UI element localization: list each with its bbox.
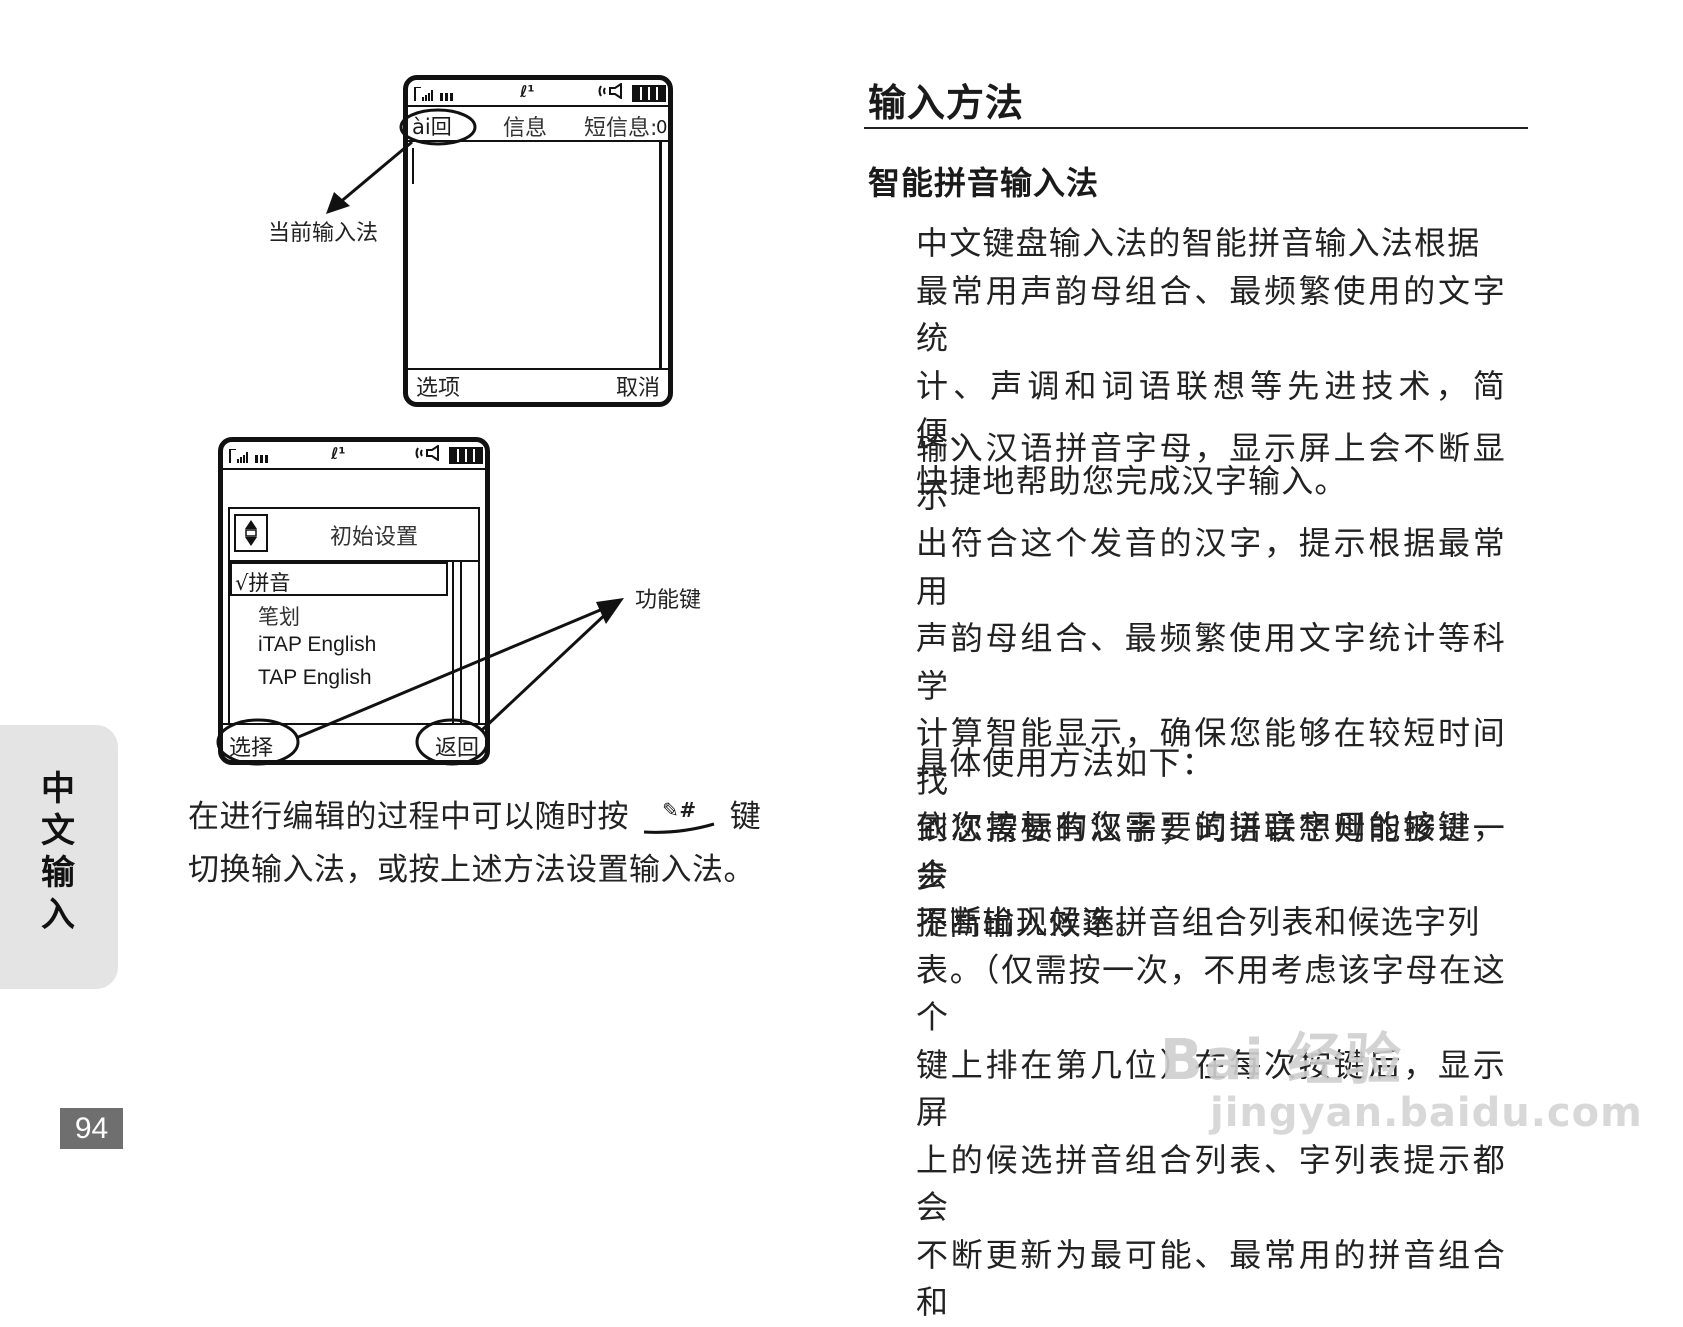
status-bar: ℓ¹ bbox=[408, 80, 668, 106]
callout-function-key-arrows bbox=[216, 598, 624, 766]
callout-ellipse-input bbox=[399, 108, 477, 146]
scrollbar[interactable] bbox=[659, 142, 662, 368]
paragraph-1: 中文键盘输入法的智能拼音输入法根据 最常用声韵母组合、最频繁使用的文字统 计、声… bbox=[916, 224, 1506, 500]
nav-updown-icon[interactable] bbox=[234, 514, 268, 552]
tab-sms[interactable]: 短信息: bbox=[584, 116, 658, 141]
call-status-icon: ℓ¹ bbox=[331, 444, 346, 463]
ring-icon bbox=[598, 82, 626, 103]
tab-bar: ài回 信息 短信息: 0 bbox=[408, 107, 668, 141]
paragraph-3: 具体使用方法如下： bbox=[916, 744, 1215, 782]
phone-screen-settings: ℓ¹ 初始设置 √拼音 笔划 iTAP English TAP English … bbox=[218, 437, 490, 765]
section-heading: 输入方法 bbox=[868, 81, 1025, 125]
paragraph-2: 输入汉语拼音字母，显示屏上会不断显示 出符合这个发音的汉字，提示根据最常用 声韵… bbox=[916, 429, 1506, 942]
status-divider bbox=[223, 468, 485, 470]
watermark-url: jingyan.baidu.com bbox=[1210, 1090, 1643, 1136]
heading-rule bbox=[864, 127, 1528, 129]
text-cursor bbox=[412, 148, 414, 184]
softkey-select[interactable]: 选择 bbox=[229, 736, 274, 761]
signal-icon bbox=[229, 448, 281, 467]
softkey-back[interactable]: 返回 bbox=[434, 736, 479, 761]
softkey-divider bbox=[408, 368, 668, 370]
softkey-divider bbox=[223, 723, 485, 725]
menu-scrollbar[interactable] bbox=[452, 562, 462, 725]
menu-title: 初始设置 bbox=[330, 525, 419, 550]
caption-text: 在进行编辑的过程中可以随时按 ✎# 键 切换输入法，或按上述方法设置输入法。 bbox=[188, 792, 808, 895]
softkey-options[interactable]: 选项 bbox=[416, 376, 461, 401]
callout-arrow-input bbox=[326, 140, 413, 214]
caption-line-2: 切换输入法，或按上述方法设置输入法。 bbox=[188, 852, 755, 888]
status-bar-2: ℓ¹ bbox=[223, 442, 485, 468]
nav-arrows-icon bbox=[245, 520, 257, 546]
menu-item-stroke[interactable]: 笔划 bbox=[258, 605, 300, 629]
status-divider bbox=[408, 105, 668, 107]
softkey-cancel[interactable]: 取消 bbox=[615, 376, 660, 401]
callout-label-current-ime: 当前输入法 bbox=[268, 221, 379, 246]
menu-item-itap-english[interactable]: iTAP English bbox=[258, 633, 377, 656]
tab-divider bbox=[408, 140, 668, 142]
mode-key-icon: ✎# bbox=[639, 792, 719, 845]
chapter-tab-label: 中 文 输 入 bbox=[41, 769, 75, 935]
text-area[interactable] bbox=[408, 142, 662, 366]
chapter-tab bbox=[0, 725, 118, 989]
call-status-icon: ℓ¹ bbox=[520, 82, 535, 101]
ring-icon bbox=[415, 444, 443, 465]
subsection-heading: 智能拼音输入法 bbox=[868, 164, 1100, 202]
menu-title-divider bbox=[230, 560, 478, 562]
menu-panel: 初始设置 √拼音 笔划 iTAP English TAP English bbox=[228, 507, 480, 725]
tab-info[interactable]: 信息 bbox=[503, 116, 548, 141]
tab-sms-count: 0 bbox=[656, 117, 668, 138]
tab-input-method[interactable]: ài回 bbox=[412, 115, 452, 139]
signal-icon bbox=[414, 86, 466, 105]
page-number: 94 bbox=[60, 1108, 123, 1149]
menu-item-pinyin[interactable]: √拼音 bbox=[230, 562, 448, 596]
callout-label-function-key: 功能键 bbox=[635, 588, 702, 613]
menu-item-label: √拼音 bbox=[235, 571, 291, 595]
phone-screen-edit: ℓ¹ ài回 信息 短信息: 0 选项 取消 bbox=[403, 75, 673, 407]
menu-item-tap-english[interactable]: TAP English bbox=[258, 666, 372, 689]
caption-line-1: 在进行编辑的过程中可以随时按 ✎# 键 bbox=[188, 792, 808, 845]
watermark-logo: Bai 经验 bbox=[1160, 1028, 1404, 1093]
